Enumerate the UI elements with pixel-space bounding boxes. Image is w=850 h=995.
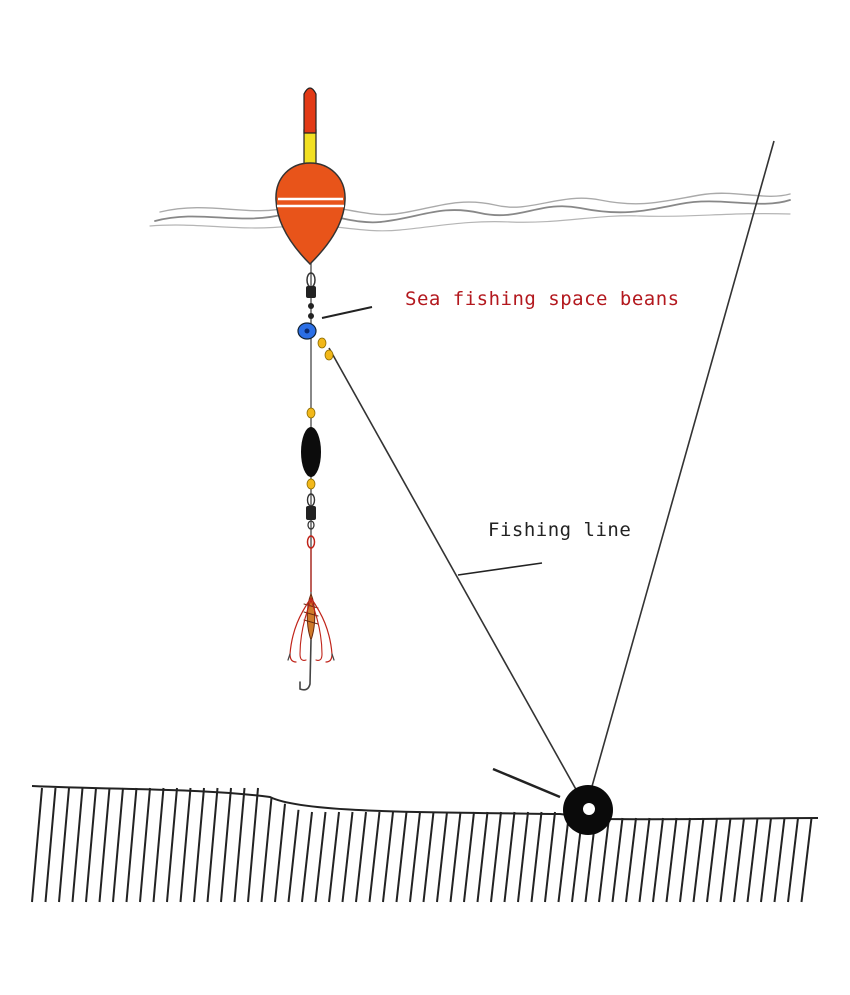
ring-anchor-icon	[563, 785, 613, 835]
beans-pointer-line	[321, 306, 373, 319]
hatch-line	[787, 817, 799, 903]
hatch-line	[760, 817, 772, 903]
hatch-line	[706, 817, 718, 903]
hatch-line	[773, 817, 786, 903]
hatch-line	[220, 787, 232, 903]
hatch-line	[692, 817, 705, 903]
hatch-line	[112, 787, 124, 903]
hatch-line	[233, 787, 246, 903]
hatch-line	[665, 817, 678, 903]
hatch-line	[125, 787, 138, 903]
hatch-line	[179, 787, 192, 903]
swivel-icon	[306, 272, 316, 319]
hatch-line	[301, 811, 313, 903]
fishing-line-to-anchor	[328, 347, 579, 794]
hatch-line	[98, 787, 111, 903]
yellow-beads-main	[306, 407, 316, 490]
hatch-line	[544, 811, 556, 903]
fishing-line-pointer	[457, 562, 543, 576]
hatch-line	[557, 817, 570, 903]
hatch-line	[328, 811, 340, 903]
space-bean-blue	[297, 322, 317, 340]
sinker-icon	[301, 427, 321, 477]
hatch-line	[719, 817, 732, 903]
lower-swivel-icon	[306, 493, 316, 530]
water-surface	[149, 192, 791, 232]
hatch-line	[625, 817, 637, 903]
anchor-pointer-line	[492, 767, 561, 799]
hatch-line	[206, 787, 219, 903]
hatch-line	[503, 811, 516, 903]
hatch-line	[530, 811, 543, 903]
hatch-line	[638, 817, 651, 903]
hatch-line	[746, 817, 759, 903]
hatch-line	[44, 787, 57, 903]
hatch-line	[733, 817, 745, 903]
hatch-line	[517, 811, 529, 903]
hatch-line	[341, 811, 354, 903]
ground-hatching	[31, 787, 813, 903]
hatch-line	[166, 787, 178, 903]
hatch-line	[679, 817, 691, 903]
hatch-line	[409, 811, 421, 903]
hatch-line	[598, 817, 610, 903]
hatch-line	[476, 811, 489, 903]
hatch-line	[58, 787, 70, 903]
hatch-line	[463, 811, 475, 903]
hatch-line	[247, 787, 259, 903]
fishing-line-to-rod	[588, 140, 775, 798]
hatch-line	[395, 811, 408, 903]
sea-bed	[31, 785, 819, 903]
hatch-line	[260, 797, 273, 903]
hatch-line	[31, 787, 43, 903]
hatch-line	[314, 811, 327, 903]
hatch-line	[85, 787, 97, 903]
label-sea-fishing-space-beans: Sea fishing space beans	[405, 288, 680, 310]
label-fishing-line: Fishing line	[488, 519, 632, 541]
hatch-line	[611, 817, 624, 903]
treble-hook-icon	[287, 592, 335, 691]
hatch-line	[139, 787, 151, 903]
hatch-line	[368, 811, 381, 903]
hatch-line	[71, 787, 84, 903]
hatch-line	[422, 811, 435, 903]
hatch-line	[274, 803, 286, 903]
hatch-line	[152, 787, 165, 903]
hatch-line	[193, 787, 205, 903]
red-leader	[306, 535, 316, 592]
fishing-float-icon	[275, 87, 346, 266]
hatch-line	[436, 811, 448, 903]
hatch-line	[287, 809, 300, 903]
yellow-beads-sideline	[317, 337, 334, 361]
hatch-line	[449, 811, 462, 903]
hatch-line	[382, 811, 394, 903]
hatch-line	[652, 817, 664, 903]
hatch-line	[490, 811, 502, 903]
hatch-line	[800, 817, 813, 903]
hatch-line	[355, 811, 367, 903]
